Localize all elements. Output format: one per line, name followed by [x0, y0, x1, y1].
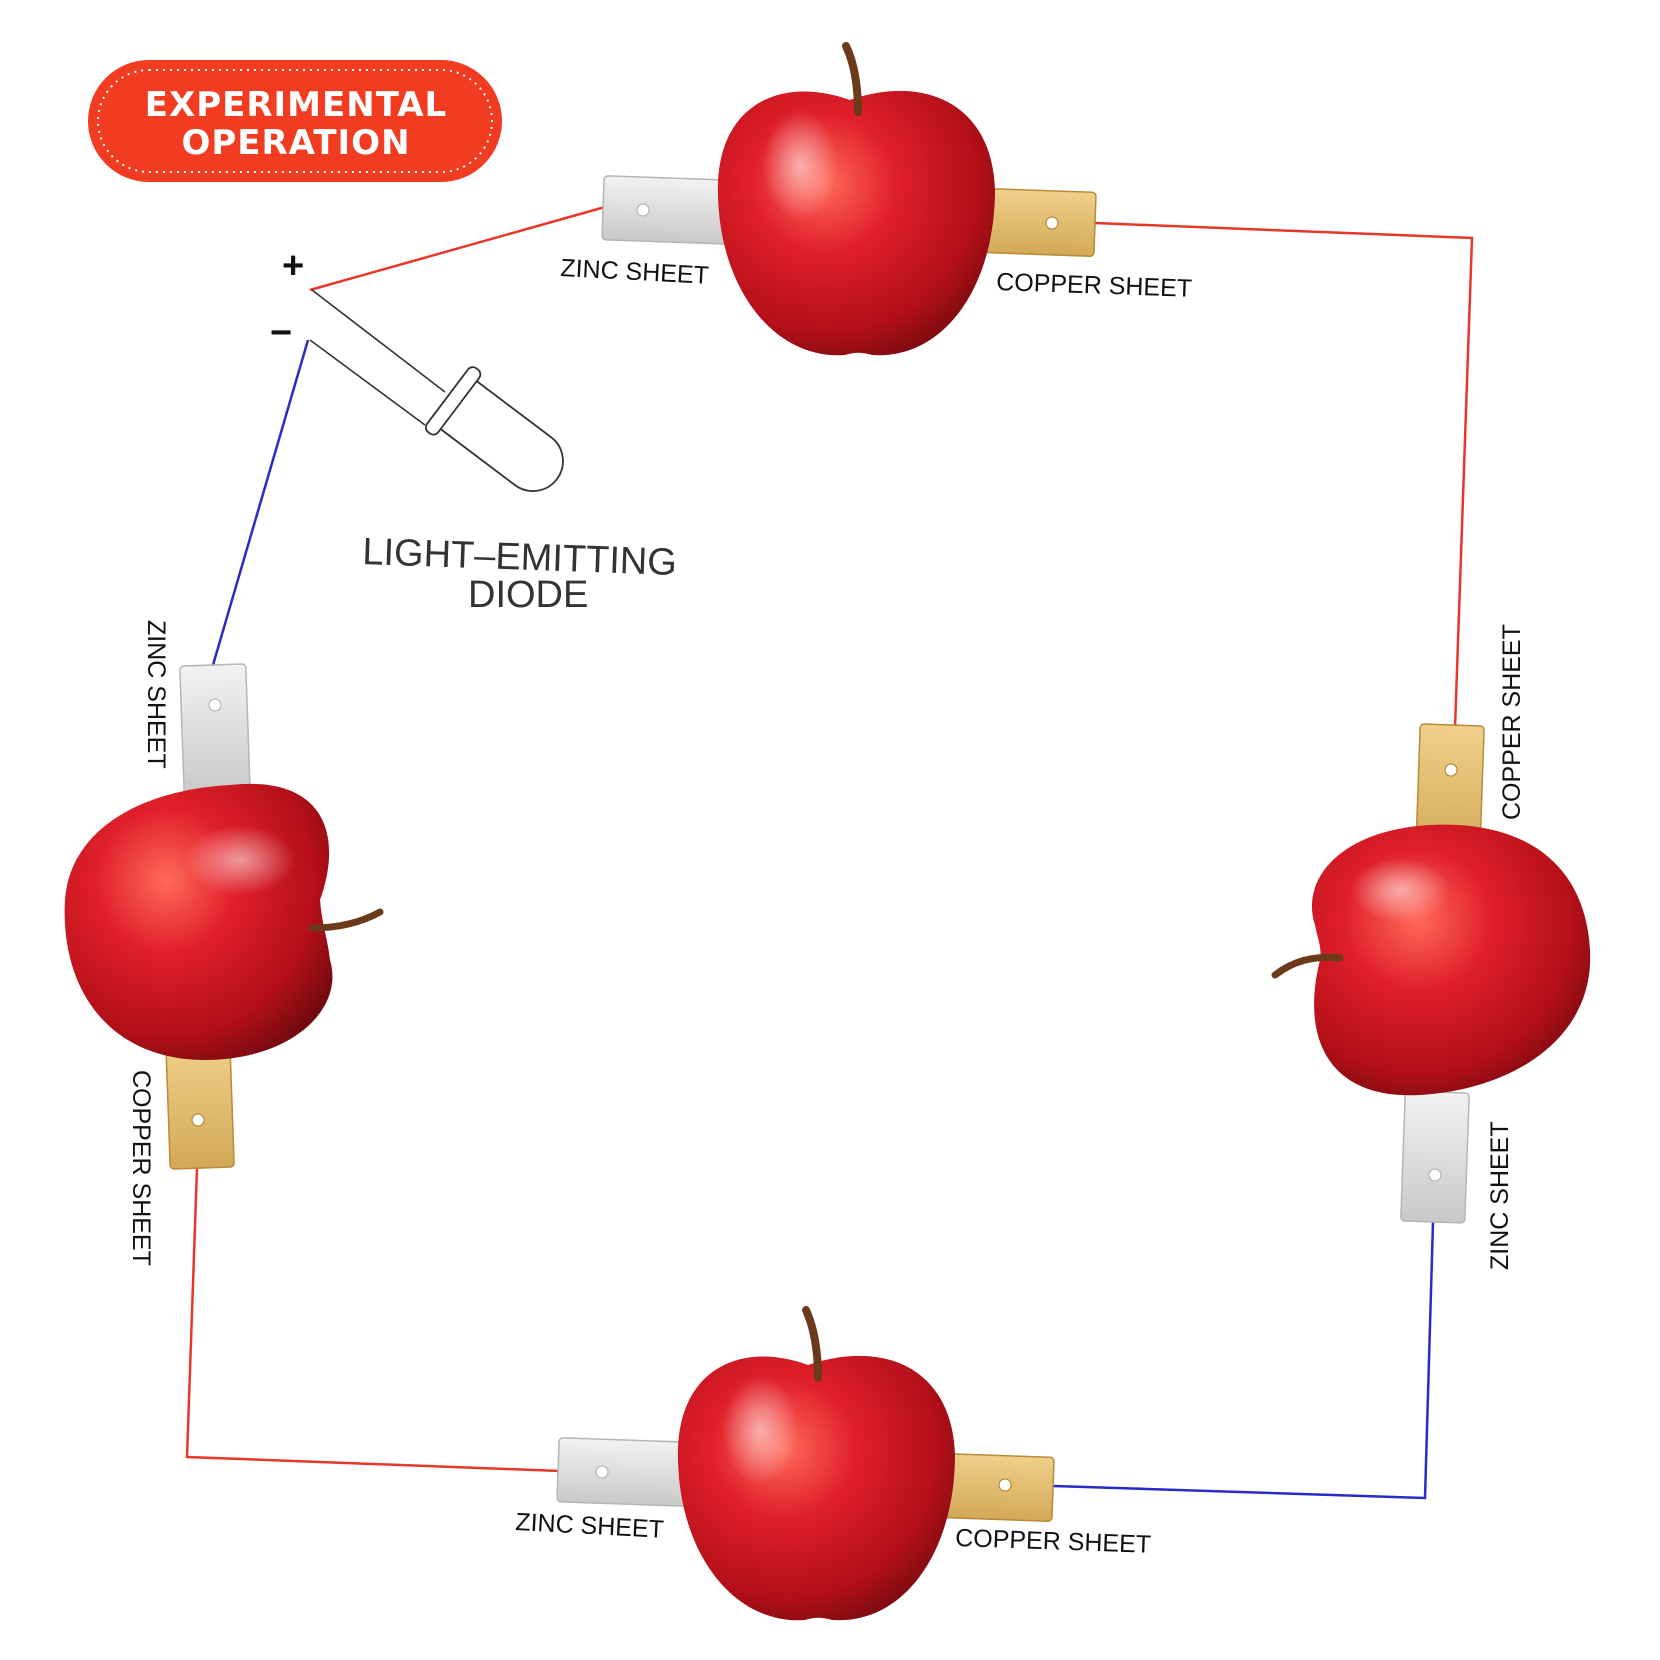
apple-stem-top — [842, 42, 862, 116]
copper-hole — [1444, 763, 1458, 777]
apple-top: ZINC SHEET COPPER SHEET — [560, 42, 1193, 356]
wire-right-zinc-to-bottom-copper — [1052, 1221, 1435, 1500]
apple-shine — [762, 110, 838, 220]
zinc-hole — [595, 1465, 609, 1479]
badge-dotted-border — [97, 69, 493, 173]
copper-hole — [1045, 216, 1059, 230]
wire-led-plus-to-top-zinc — [309, 205, 606, 292]
led-plus-sign: + — [282, 245, 304, 287]
wires — [185, 205, 1474, 1500]
bottom-copper-label: COPPER SHEET — [955, 1524, 1152, 1559]
top-copper-label: COPPER SHEET — [996, 268, 1193, 303]
right-zinc-label: ZINC SHEET — [1486, 1121, 1514, 1270]
led-bulb — [436, 377, 564, 492]
led-lead-positive — [311, 289, 446, 393]
zinc-sheet-bottom — [556, 1437, 690, 1507]
zinc-hole — [208, 698, 222, 712]
apple-stem-bottom — [802, 1306, 822, 1382]
wire-bottom-zinc-to-left-copper — [185, 1167, 561, 1473]
apple-body-left — [64, 783, 333, 1060]
apple-shine — [722, 1375, 798, 1485]
zinc-sheet-top — [601, 175, 735, 245]
copper-hole — [998, 1478, 1012, 1492]
apple-stem-right — [1271, 953, 1344, 979]
bottom-zinc-label: ZINC SHEET — [515, 1508, 665, 1544]
led-flange — [424, 366, 482, 436]
left-zinc-label: ZINC SHEET — [142, 620, 170, 769]
copper-hole — [191, 1113, 205, 1127]
left-copper-label: COPPER SHEET — [127, 1070, 155, 1266]
wire-left-zinc-to-led-minus — [211, 339, 310, 666]
apple-shine — [185, 825, 295, 895]
zinc-sheet-right — [1400, 1090, 1470, 1224]
badge-background — [88, 60, 502, 182]
zinc-hole — [636, 203, 650, 217]
apple-stem-left — [308, 908, 384, 932]
apple-body-bottom — [677, 1355, 955, 1621]
apple-body-top — [717, 90, 995, 356]
apple-right: COPPER SHEET ZINC SHEET — [1271, 624, 1591, 1270]
apple-shine — [1350, 858, 1450, 922]
apple-left: ZINC SHEET COPPER SHEET — [64, 620, 384, 1266]
experimental-operation-badge: EXPERIMENTAL OPERATION — [88, 60, 502, 182]
wire-top-copper-to-right-copper — [1094, 221, 1474, 729]
apple-body-right — [1311, 824, 1591, 1096]
badge-title-line1: EXPERIMENTAL — [145, 85, 447, 125]
apple-bottom: ZINC SHEET COPPER SHEET — [515, 1306, 1152, 1621]
top-zinc-label: ZINC SHEET — [560, 254, 710, 290]
led-lead-negative — [309, 339, 426, 426]
led-label-line2: DIODE — [468, 574, 588, 616]
led-minus-sign: − — [270, 312, 292, 354]
right-copper-label: COPPER SHEET — [1498, 624, 1526, 820]
light-emitting-diode: + − LIGHT–EMITTING DIODE — [270, 245, 678, 616]
zinc-hole — [1428, 1168, 1442, 1182]
badge-title-line2: OPERATION — [181, 123, 410, 163]
zinc-sheet-left — [179, 663, 251, 797]
